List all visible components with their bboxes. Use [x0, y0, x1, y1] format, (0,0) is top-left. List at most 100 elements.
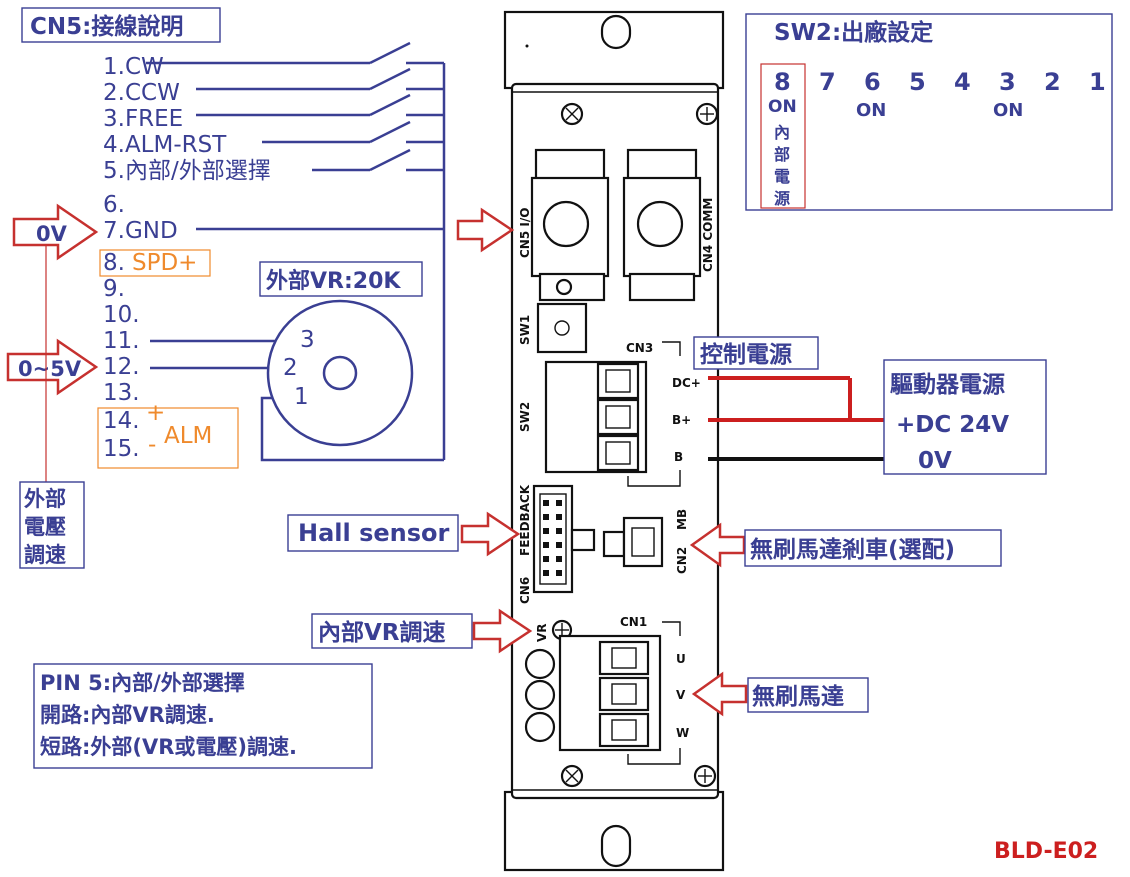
- external-vr: 外部VR:20K 3 2 1: [259, 261, 423, 447]
- sw2-internal-power-3: 電: [774, 167, 790, 186]
- board-cn6: CN6: [518, 577, 532, 604]
- zero-v-input: 0V: [12, 203, 99, 261]
- pin-4-alm-rst: 4.ALM-RST: [103, 132, 227, 158]
- pin-9: 9.: [103, 276, 125, 302]
- ext-voltage-box: 外部 電壓 調速: [19, 481, 85, 569]
- board-sw1: SW1: [518, 315, 532, 345]
- sw2-switch-7: 7: [819, 68, 836, 96]
- sw2-switch-5: 5: [909, 68, 926, 96]
- dc24-label: +DC 24V: [896, 412, 1009, 438]
- board-feedback: FEEDBACK: [518, 484, 532, 556]
- board-comm: CN4 COMM: [701, 198, 715, 272]
- hall-sensor-label: Hall sensor: [298, 519, 450, 547]
- pin-15: 15.: [103, 436, 140, 462]
- sw2-switch-8-box: [760, 63, 806, 209]
- pin-2-ccw: 2.CCW: [103, 80, 180, 106]
- cn5-switch-wiring: [146, 41, 446, 462]
- sw2-switch-8: 8: [774, 68, 791, 96]
- board-b: B: [674, 450, 683, 464]
- motor-arrow: [691, 671, 748, 717]
- hall-sensor-callout: Hall sensor: [287, 511, 521, 557]
- vr-pin-3: 3: [300, 327, 315, 353]
- board-dc-plus: DC+: [672, 376, 701, 390]
- sw2-switch-3: 3: [999, 68, 1016, 96]
- cn5-title-box: CN5:接線說明: [21, 7, 221, 43]
- driver-power-box: 驅動器電源 +DC 24V 0V: [883, 359, 1047, 475]
- pin-13: 13.: [103, 380, 140, 406]
- board-b-plus: B+: [672, 413, 691, 427]
- board-cn2: CN2: [675, 547, 689, 574]
- control-power-label: 控制電源: [700, 341, 792, 368]
- sw2-internal-power-4: 源: [774, 189, 790, 208]
- spd-box: [99, 249, 211, 277]
- motor-callout: 無刷馬達: [691, 671, 869, 717]
- board-vr: VR: [535, 623, 549, 642]
- sw2-internal-power-2: 部: [774, 145, 790, 164]
- motor-label: 無刷馬達: [752, 683, 844, 710]
- sw2-switch-2: 2: [1044, 68, 1061, 96]
- vr-pin-1: 1: [294, 384, 309, 410]
- ext-voltage-line-3: 調速: [24, 543, 66, 567]
- alm-label: ALM: [164, 423, 212, 449]
- power-zero-v-label: 0V: [918, 448, 952, 474]
- pin5-note-line-1: PIN 5:內部/外部選擇: [40, 671, 245, 695]
- pin-8: 8.: [103, 250, 125, 276]
- zero-five-v-label: 0~5V: [18, 357, 82, 381]
- cn5-title: CN5:接線說明: [30, 13, 183, 40]
- pin5-note: PIN 5:內部/外部選擇 開路:內部VR調速. 短路:外部(VR或電壓)調速.: [33, 663, 373, 769]
- pin-1-cw: 1.CW: [103, 54, 164, 80]
- internal-vr-arrow: [472, 608, 533, 654]
- sw2-internal-power-1: 內: [774, 123, 790, 142]
- pin-7-gnd: 7.GND: [103, 218, 178, 244]
- zero-v-label: 0V: [36, 222, 68, 246]
- ext-voltage-line-2: 電壓: [24, 515, 66, 539]
- pin-3-free: 3.FREE: [103, 106, 183, 132]
- sw2-on-3: ON: [993, 100, 1023, 121]
- brake-arrow: [689, 522, 746, 568]
- internal-vr-callout: 內部VR調速: [311, 608, 533, 654]
- sw2-title: SW2:出廠設定: [774, 19, 933, 46]
- driver-power-label: 驅動器電源: [890, 372, 1005, 398]
- pin5-note-line-3: 短路:外部(VR或電壓)調速.: [40, 735, 297, 759]
- sw2-on-6: ON: [856, 100, 886, 121]
- sw2-on-8: ON: [768, 97, 797, 117]
- brake-callout: 無刷馬達剎車(選配): [689, 522, 1002, 568]
- alm-box: [97, 407, 239, 469]
- board-cn3: CN3: [626, 341, 653, 355]
- power-wiring: [708, 376, 884, 461]
- pin-6: 6.: [103, 192, 125, 218]
- cn5-arrow: [456, 207, 515, 253]
- internal-vr-label: 內部VR調速: [318, 619, 446, 646]
- ext-voltage-line-1: 外部: [24, 487, 66, 511]
- board-cn5-io: CN5 I/O: [518, 208, 532, 258]
- cn5-pin-list: 1.CW 2.CCW 3.FREE 4.ALM-RST 5.內部/外部選擇 6.…: [97, 54, 271, 469]
- alm-plus: +: [146, 400, 165, 426]
- board-mb: MB: [675, 509, 689, 530]
- zero-five-v-input: 0~5V: [6, 338, 99, 396]
- spd-label: SPD+: [132, 250, 197, 276]
- pin-11: 11.: [103, 328, 140, 354]
- hall-sensor-arrow: [460, 511, 521, 557]
- board-sw2: SW2: [518, 402, 532, 432]
- alm-minus: -: [148, 432, 156, 458]
- brake-label: 無刷馬達剎車(選配): [750, 536, 955, 563]
- pin-5-select: 5.內部/外部選擇: [103, 158, 271, 184]
- sw2-switch-1: 1: [1089, 68, 1106, 96]
- pin-12: 12.: [103, 354, 140, 380]
- board-cn1: CN1: [620, 615, 647, 629]
- driver-board: CN5 I/O CN4 COMM SW1 CN3 SW2 DC+ B+ B: [503, 10, 725, 872]
- pin-10: 10.: [103, 302, 140, 328]
- control-power-box: 控制電源: [693, 336, 819, 370]
- vr-pin-2: 2: [283, 355, 298, 381]
- vr-knob: [322, 355, 358, 391]
- sw2-switch-4: 4: [954, 68, 971, 96]
- board-v: V: [676, 688, 686, 702]
- model-label: BLD-E02: [994, 839, 1098, 864]
- pin5-note-line-2: 開路:內部VR調速.: [40, 703, 215, 727]
- sw2-factory-setting: SW2:出廠設定 8 7 6 5 4 3 2 1 ON ON ON 內 部 電 …: [745, 13, 1113, 211]
- pin-14: 14.: [103, 408, 140, 434]
- sw2-switch-6: 6: [864, 68, 881, 96]
- vr-title: 外部VR:20K: [266, 268, 401, 294]
- board-u: U: [676, 652, 686, 666]
